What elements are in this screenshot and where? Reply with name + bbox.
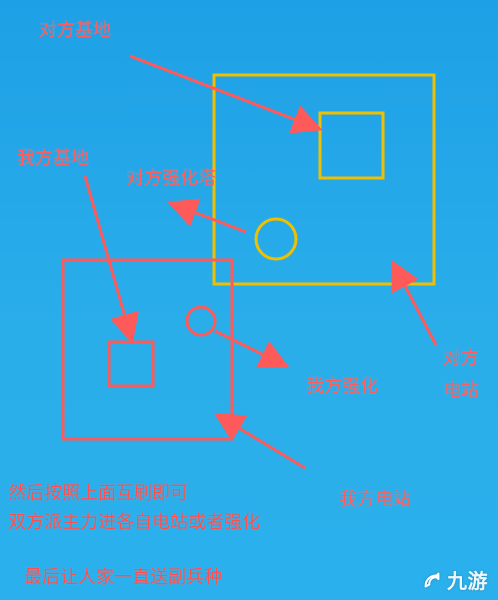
my-base-box	[107, 340, 155, 388]
arrow-my-power	[214, 329, 290, 368]
label-enemy-base: 对方基地	[39, 20, 111, 41]
label-my-power: 我方强化	[306, 376, 378, 397]
arrow-my-station	[213, 412, 306, 470]
enemy-power-station-box	[212, 73, 436, 286]
watermark-text: 九游	[447, 569, 488, 593]
arrow-enemy-tower	[167, 198, 247, 234]
enemy-base-box	[318, 111, 385, 180]
my-power-circle	[185, 305, 217, 337]
footer-line-2: 双方派主力进各自电站或者强化	[8, 512, 260, 533]
arrow-enemy-station	[391, 259, 438, 346]
label-my-station: 我方电站	[339, 489, 411, 510]
label-enemy-station-line2: 电站	[443, 380, 479, 401]
label-enemy-tower: 对方强化塔	[126, 168, 216, 189]
my-power-station-box	[61, 258, 234, 441]
label-enemy-station-line1: 对方	[443, 348, 479, 369]
label-my-base: 我方基地	[17, 148, 89, 169]
watermark-logo: 九游	[421, 565, 488, 594]
logo-icon	[424, 572, 440, 587]
arrow-my-base	[83, 175, 139, 344]
footer-line-1: 然后按照上面互刷即可	[8, 483, 188, 504]
footer-line-3: 最后让人家一直送副兵种	[24, 567, 222, 588]
arrow-enemy-base	[129, 54, 323, 134]
enemy-tower-circle	[254, 217, 298, 261]
